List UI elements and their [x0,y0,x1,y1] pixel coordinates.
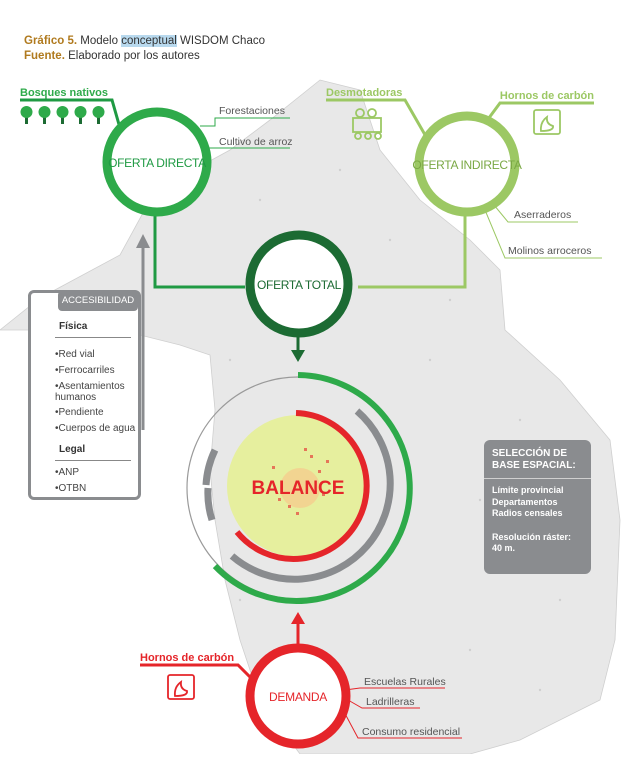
fisica-item: •Asentamientos humanos [55,381,125,403]
legal-rule [55,460,131,461]
accesibilidad-box: ACCESIBILIDAD Física •Red vial •Ferrocar… [28,290,141,500]
label-bosques: Bosques nativos [20,87,108,99]
arrow-acceso [136,234,150,248]
legal-item: •ANP [55,467,80,478]
furnace-icon-demanda [167,674,195,700]
fisica-item: •Red vial [55,349,95,360]
svg-text:BALANCE: BALANCE [252,478,345,499]
fisica-item: •Cuerpos de agua [55,423,136,434]
seleccion-resolution-label: Resolución ráster: [492,531,572,542]
fisica-rule [55,337,131,338]
source-text: Elaborado por los autores [68,50,200,62]
connector-indirecta-total [358,215,467,289]
caption-title-post: WISDOM Chaco [176,35,265,47]
leader-ladrilleras [347,699,420,709]
leader-molinos [484,209,602,259]
ring-grey-left [202,448,219,486]
cotton-gin-icon [352,108,382,140]
node-oferta-indirecta: OFERTA INDIRECTA [412,111,522,217]
seleccion-line: Límite provincial [492,485,564,495]
ring-green [212,372,413,604]
label-desmotadoras: Desmotadoras [326,87,402,99]
svg-text:OFERTA TOTAL: OFERTA TOTAL [257,278,342,292]
ring-red [234,410,370,562]
leader-aserraderos [493,204,578,223]
item-molinos: Molinos arroceros [508,245,591,257]
node-demanda: DEMANDA [245,643,351,749]
svg-text:OFERTA INDIRECTA: OFERTA INDIRECTA [412,158,522,172]
item-ladrilleras: Ladrilleras [366,696,414,708]
connector-desmotadoras [326,98,430,141]
item-consumo: Consumo residencial [362,726,460,738]
caption-label: Gráfico 5. [24,35,78,47]
ring-grey [204,408,394,583]
svg-text:OFERTA DIRECTA: OFERTA DIRECTA [108,156,206,170]
seleccion-line: Departamentos [492,496,558,507]
leader-forestaciones [200,117,290,127]
trees-icon [20,106,105,124]
figure-caption: Gráfico 5. Modelo conceptual WISDOM Chac… [24,35,265,47]
label-hornos-top: Hornos de carbón [500,90,594,102]
item-escuelas: Escuelas Rurales [364,676,446,688]
leader-consumo [341,707,462,739]
arrow-total-balance-head [291,350,305,362]
seleccion-resolution-value: 40 m. [492,543,516,553]
fisica-label: Física [59,321,88,332]
figure-source: Fuente. Elaborado por los autores [24,50,200,62]
label-hornos-demanda: Hornos de carbón [140,652,234,664]
item-aserraderos: Aserraderos [514,209,571,221]
map-dots [228,168,562,692]
fisica-item: •Pendiente [55,407,104,418]
connector-bosques [20,98,124,136]
source-label: Fuente. [24,50,65,62]
node-oferta-directa: OFERTA DIRECTA [102,107,212,217]
node-balance: BALANCE [186,372,413,604]
legal-label: Legal [59,444,86,455]
svg-text:DEMANDA: DEMANDA [269,690,327,704]
caption-title-highlight: conceptual [121,35,177,47]
furnace-icon [533,109,561,135]
seleccion-panel: SELECCIÓN DE BASE ESPACIAL: Límite provi… [484,440,591,574]
connector-hornos-demanda [140,663,260,687]
legal-item: •OTBN [55,483,87,494]
fisica-item: •Ferrocarriles [55,365,115,376]
balance-hotspots [272,448,329,515]
caption-title-pre: Modelo [80,35,122,47]
connector-directa-total [153,212,245,289]
seleccion-title: SELECCIÓN DE BASE ESPACIAL: [484,440,591,479]
arrow-demanda-balance-head [291,612,305,624]
node-oferta-total: OFERTA TOTAL [245,230,353,338]
item-cultivo-arroz: Cultivo de arroz [219,136,293,148]
item-forestaciones: Forestaciones [219,105,285,117]
seleccion-line: Radios censales [492,508,563,518]
accesibilidad-title: ACCESIBILIDAD [58,291,138,311]
